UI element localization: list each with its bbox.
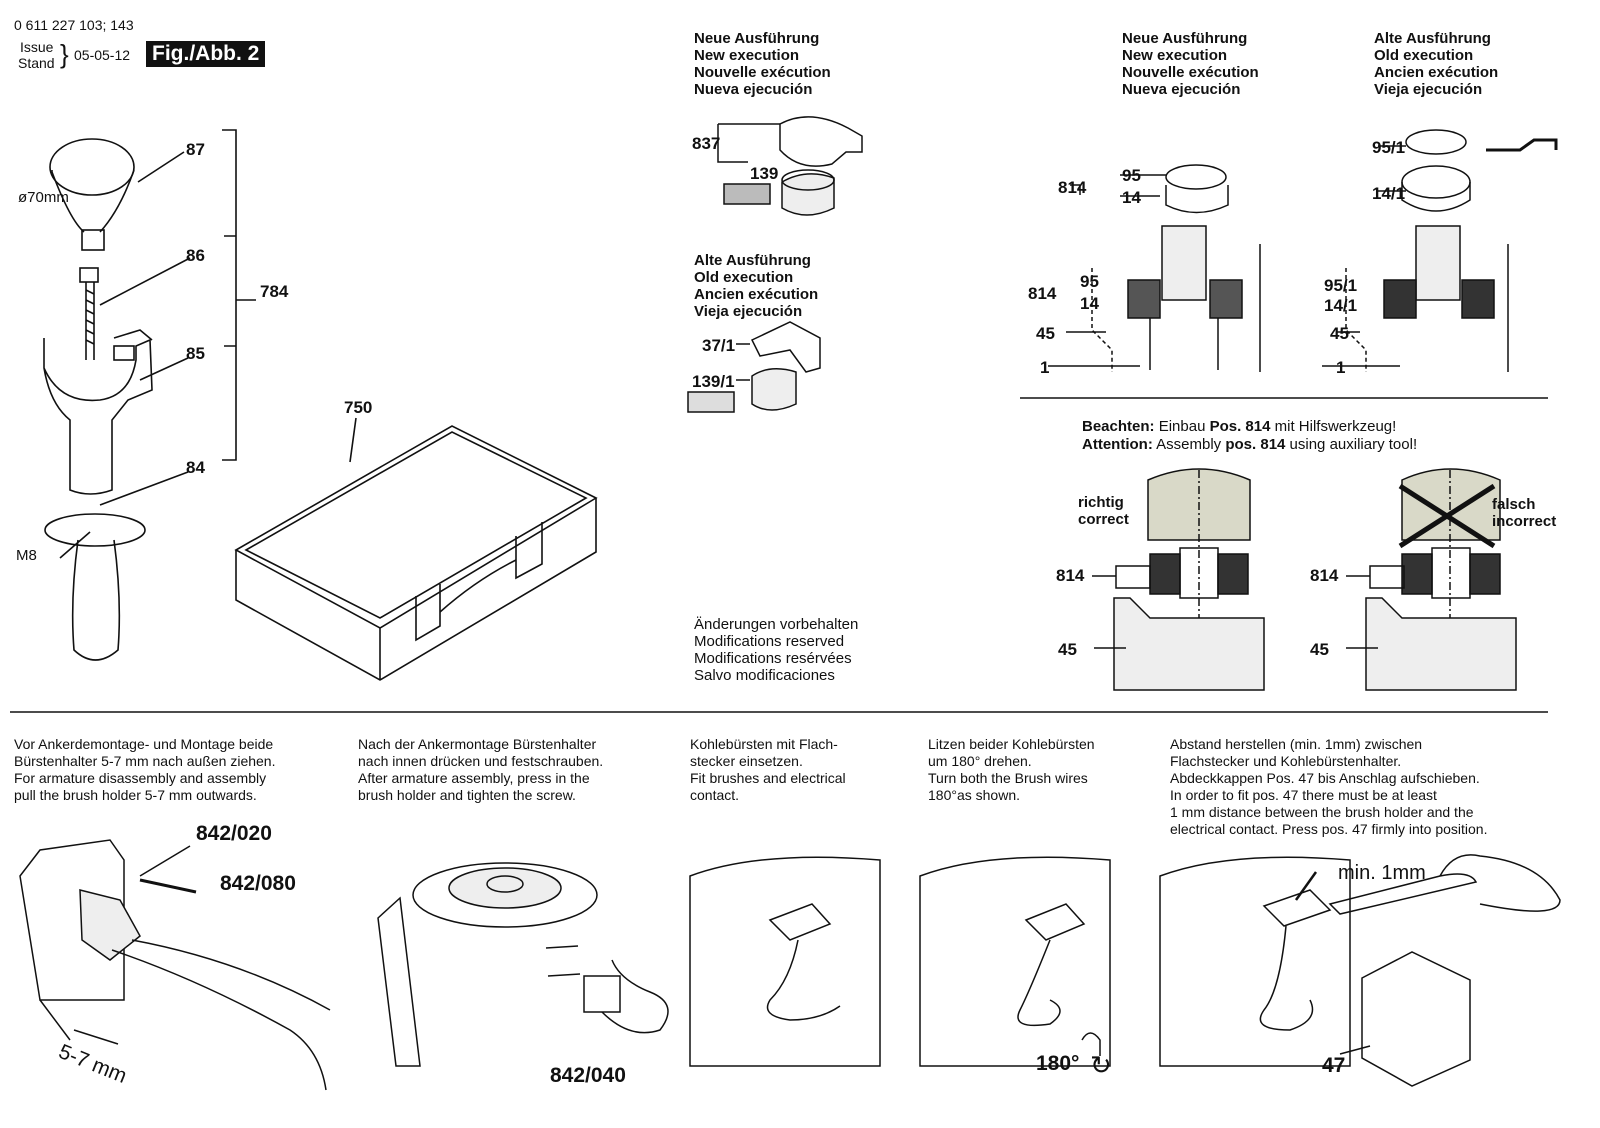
- part-87: 87: [186, 140, 205, 159]
- part-14-lower: 14: [1080, 294, 1099, 313]
- stop-disc: [44, 513, 146, 547]
- part-45-correct: 45: [1058, 640, 1077, 659]
- part-45-incorrect: 45: [1310, 640, 1329, 659]
- part-14: 14: [1122, 188, 1141, 207]
- part-95-1: 95/1: [1372, 138, 1406, 157]
- part-47: 47: [1322, 1054, 1346, 1077]
- part-139-1: 139/1: [692, 372, 735, 391]
- part-842-020: 842/020: [196, 822, 272, 845]
- step-2-text: Nach der Ankermontage Bürstenhalter nach…: [358, 736, 604, 803]
- grip: [71, 539, 121, 661]
- part-837: 837: [692, 134, 721, 153]
- diameter-label: ø70mm: [18, 189, 69, 206]
- part-814-correct: 814: [1056, 566, 1085, 585]
- issue-date: 05-05-12: [74, 47, 131, 63]
- brace: }: [60, 39, 69, 69]
- part-814: 814: [1058, 178, 1087, 197]
- group-bracket-784: [222, 129, 237, 461]
- stand-label: Stand: [18, 55, 55, 71]
- figure-label: Fig./Abb. 2: [146, 41, 266, 67]
- attention-en: Attention: Assembly pos. 814 using auxil…: [1082, 436, 1418, 453]
- step-4-text: Litzen beider Kohlebürsten um 180° drehe…: [928, 736, 1095, 803]
- part-45: 45: [1036, 324, 1055, 343]
- part-750: 750: [344, 398, 373, 417]
- part-1: 1: [1040, 358, 1050, 377]
- old-execution-heading: Alte Ausführung Old execution Ancien exé…: [694, 252, 819, 320]
- incorrect-label: falsch incorrect: [1492, 496, 1557, 530]
- part-842-080: 842/080: [220, 872, 296, 895]
- issue-label: Issue: [20, 39, 54, 55]
- part-1-old: 1: [1336, 358, 1346, 377]
- part-95-lower: 95: [1080, 272, 1099, 291]
- part-14-1-lower: 14/1: [1324, 296, 1358, 315]
- bearing-new-heading: Neue Ausführung New execution Nouvelle e…: [1122, 30, 1259, 98]
- part-14-1: 14/1: [1372, 184, 1406, 203]
- modifications-note: Änderungen vorbehalten Modifications res…: [694, 616, 859, 684]
- attention-de: Beachten: Einbau Pos. 814 mit Hilfswerkz…: [1082, 418, 1397, 435]
- clamp-band: [49, 138, 135, 196]
- part-85: 85: [186, 344, 205, 363]
- part-842-040: 842/040: [550, 1064, 626, 1087]
- thread-label: M8: [16, 547, 37, 564]
- part-814-lower: 814: [1028, 284, 1057, 303]
- part-84: 84: [186, 458, 205, 477]
- part-45-old: 45: [1330, 324, 1349, 343]
- part-95-1-lower: 95/1: [1324, 276, 1358, 295]
- part-86: 86: [186, 246, 205, 265]
- step-5-text: Abstand herstellen (min. 1mm) zwischen F…: [1170, 736, 1488, 837]
- rotate-180-label: 180°: [1036, 1052, 1080, 1075]
- part-95: 95: [1122, 166, 1141, 185]
- new-execution-heading: Neue Ausführung New execution Nouvelle e…: [694, 30, 831, 98]
- handle-body: [43, 338, 153, 495]
- part-139: 139: [750, 164, 779, 183]
- part-number: 0 611 227 103; 143: [14, 17, 134, 33]
- rotate-arrow-icon: ↻: [1090, 1050, 1112, 1080]
- part-37-1: 37/1: [702, 336, 736, 355]
- step-1-text: Vor Ankerdemontage- und Montage beide Bü…: [14, 736, 276, 803]
- part-784: 784: [260, 282, 289, 301]
- bearing-old-heading: Alte Ausführung Old execution Ancien exé…: [1374, 30, 1499, 98]
- correct-label: richtig correct: [1078, 494, 1129, 528]
- part-814-incorrect: 814: [1310, 566, 1339, 585]
- min-gap-label: min. 1mm: [1338, 862, 1426, 884]
- step-3-text: Kohlebürsten mit Flach- stecker einsetze…: [690, 736, 846, 803]
